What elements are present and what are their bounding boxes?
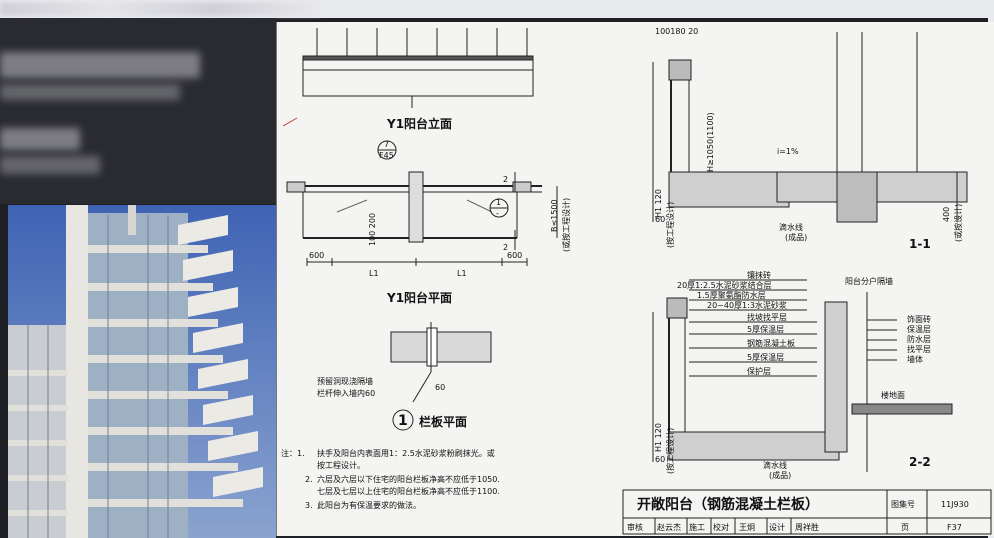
left-panel xyxy=(0,18,276,204)
section-2-bottom: 2 xyxy=(503,243,508,252)
note-2: 六层及六层以下住宅的阳台栏板净高不应低于1050. xyxy=(317,474,500,484)
layer-3: 1.5厚聚氨酯防水层 xyxy=(697,290,766,300)
sec22-drip-note: (成品) xyxy=(769,470,791,480)
callout-top: 7 xyxy=(384,140,389,149)
floor-label: 楼地面 xyxy=(881,390,905,400)
top-bar xyxy=(0,0,994,18)
layer-9: 保护层 xyxy=(747,366,771,376)
building-illustration xyxy=(8,205,276,538)
right-labels: 饰面砖 保温层 防水层 找平层 墙体 xyxy=(907,314,931,364)
notes: 注：1. 扶手及阳台内表面用1：2.5水泥砂浆粉刷抹光。或 按工程设计。 2. … xyxy=(281,448,500,510)
note-1b: 按工程设计。 xyxy=(317,460,365,470)
sec22-drip: 滴水线 xyxy=(763,460,787,470)
right-label-1: 饰面砖 xyxy=(907,314,931,324)
drawing-svg: Y1阳台立面 Y1阳台平面 1 栏板平面 7 F45 1 - 600 600 L… xyxy=(281,27,992,535)
drip-note: (成品) xyxy=(785,232,807,242)
sec22-h1-note: (按工程设计) xyxy=(665,428,675,474)
tb-row-2: 赵云杰 xyxy=(657,522,681,532)
title-block-page-value: F37 xyxy=(947,523,962,532)
note-3: 此阳台为有保温要求的做法。 xyxy=(317,500,421,510)
dim-60: 60 xyxy=(655,215,665,224)
plan-title: Y1阳台平面 xyxy=(386,290,452,305)
tb-row-4: 校对 xyxy=(713,522,729,532)
sec22-h1: H1 120 xyxy=(654,423,663,452)
building-photo xyxy=(8,205,276,538)
detail-note-1: 预留洞现浇隔墙 xyxy=(317,376,373,386)
note-2-num: 2. xyxy=(305,475,313,484)
right-label-2: 保温层 xyxy=(907,324,931,334)
right-label-4: 找平层 xyxy=(907,344,931,354)
construction-drawing: Y1阳台立面 Y1阳台平面 1 栏板平面 7 F45 1 - 600 600 L… xyxy=(276,22,994,536)
detail-dim-60: 60 xyxy=(435,383,445,392)
sec22-60: 60 xyxy=(655,455,665,464)
notes-head: 注：1. xyxy=(281,448,305,458)
section-2-top: 2 xyxy=(503,175,508,184)
title-block-page-label: 页 xyxy=(901,523,909,532)
elevation-title: Y1阳台立面 xyxy=(386,116,452,131)
dim-b-note: (或按工程设计) xyxy=(561,198,571,252)
blurred-text-3 xyxy=(0,128,80,150)
title-block-title: 开敞阳台（钢筋混凝土栏板） xyxy=(637,496,819,513)
tb-row-6: 设计 xyxy=(769,522,785,532)
dim-400: 400 xyxy=(942,207,951,222)
blurred-header xyxy=(0,2,320,16)
dim-top: 100180 20 xyxy=(655,27,698,36)
title-block: 开敞阳台（钢筋混凝土栏板） 图集号 11J930 页 F37 审核 赵云杰 施工… xyxy=(627,496,969,532)
layer-8: 5厚保温层 xyxy=(747,352,784,362)
tb-row-1: 审核 xyxy=(627,522,643,532)
note-1: 扶手及阳台内表面用1：2.5水泥砂浆粉刷抹光。或 xyxy=(317,448,495,458)
dim-h: H≥1050(1100) xyxy=(706,112,715,172)
dim-600-left: 600 xyxy=(309,251,324,260)
drip-label: 滴水线 xyxy=(779,222,803,232)
detail-number: 1 xyxy=(398,413,408,429)
dim-l1-right: L1 xyxy=(457,269,467,278)
title-block-set-label: 图集号 xyxy=(891,499,915,509)
tb-row-7: 周祥胜 xyxy=(795,522,819,532)
note-2b: 七层及七层以上住宅的阳台栏板净高不应低于1100. xyxy=(317,486,500,496)
detail-title: 栏板平面 xyxy=(419,414,467,429)
dim-l1-left: L1 xyxy=(369,269,379,278)
slope: i=1% xyxy=(777,147,799,156)
dim-h1-note: (按工程设计) xyxy=(665,202,675,248)
tb-row-5: 王炯 xyxy=(739,523,755,532)
tb-row-3: 施工 xyxy=(689,522,705,532)
layer-4: 20~40厚1:3水泥砂浆 xyxy=(707,300,787,310)
dim-600-right: 600 xyxy=(507,251,522,260)
layer-1: 镶抹砖 xyxy=(747,270,771,280)
section-2-2: 2-2 xyxy=(909,455,931,469)
blurred-text-2 xyxy=(0,84,180,100)
right-label-3: 防水层 xyxy=(907,334,931,344)
dim-400-note: (或按设计) xyxy=(953,204,963,242)
blurred-text-4 xyxy=(0,156,100,174)
dim-b: B≤1500 xyxy=(550,199,559,232)
layer-7: 钢筋混凝土板 xyxy=(747,338,795,348)
layer-5: 找坡找平层 xyxy=(747,312,787,322)
dim-100-200: 100 200 xyxy=(368,213,377,246)
dim-h1: H1 120 xyxy=(654,189,663,218)
right-label-5: 墙体 xyxy=(907,354,923,364)
title-block-set-value: 11J930 xyxy=(941,500,969,509)
layer-6: 5厚保温层 xyxy=(747,324,784,334)
note-3-num: 3. xyxy=(305,501,313,510)
partition-label: 阳台分户隔墙 xyxy=(845,276,893,286)
layer-list: 镶抹砖 20厚1:2.5水泥砂浆结合层 1.5厚聚氨酯防水层 20~40厚1:3… xyxy=(677,270,795,376)
section-1-1: 1-1 xyxy=(909,237,931,251)
blurred-text-1 xyxy=(0,52,200,78)
layer-2: 20厚1:2.5水泥砂浆结合层 xyxy=(677,280,772,290)
callout2-bottom: - xyxy=(496,209,499,218)
callout2-top: 1 xyxy=(496,198,501,207)
detail-note-2: 栏杆伸入墙内60 xyxy=(317,388,375,398)
callout-bottom: F45 xyxy=(379,151,394,160)
